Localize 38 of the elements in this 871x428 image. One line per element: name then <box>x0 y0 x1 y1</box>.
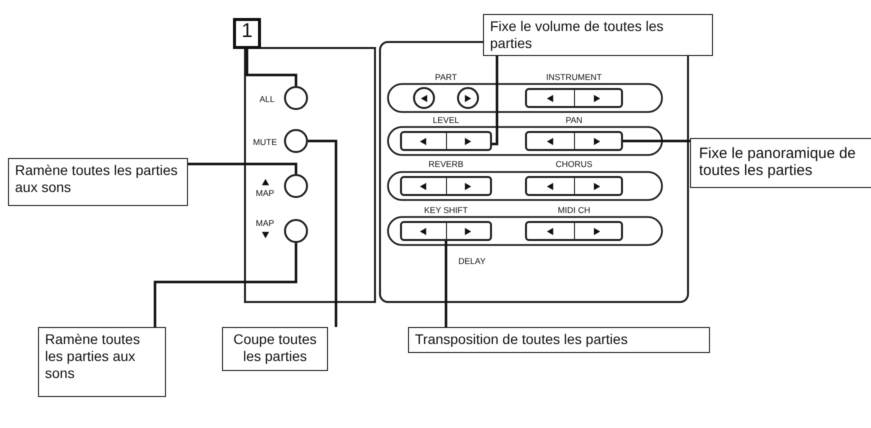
round-button <box>284 86 308 110</box>
button-label: CHORUS <box>556 159 592 169</box>
button-label: MAP <box>256 188 274 198</box>
button-label: PAN <box>566 115 582 125</box>
leader-line <box>246 49 298 86</box>
button-label: KEY SHIFT <box>424 205 468 215</box>
leader-line <box>492 56 498 146</box>
round-button <box>284 129 308 153</box>
button-label: MAP <box>256 218 274 228</box>
arrow-button-pair <box>400 221 492 241</box>
callout-text: Fixe le panoramique de toutes les parties <box>690 138 871 188</box>
button-label: DELAY <box>458 256 486 266</box>
round-button <box>284 219 308 243</box>
arrow-button-pair <box>525 176 623 196</box>
leader-line <box>308 140 338 327</box>
round-button <box>284 174 308 198</box>
button-label: MIDI CH <box>558 205 590 215</box>
leader-line <box>154 243 298 327</box>
arrow-button-pair <box>400 131 492 151</box>
button-label: ALL <box>259 94 275 104</box>
button-label: LEVEL <box>432 115 460 125</box>
callout-text: Transposition de toutes les parties <box>408 327 710 353</box>
arrow-button-pair <box>525 221 623 241</box>
callout-text: Ramène toutes les parties aux sons <box>8 158 188 206</box>
leader-line <box>444 241 448 327</box>
button-label: MUTE <box>252 137 278 147</box>
arrow-button-pair <box>525 131 623 151</box>
button-label: INSTRUMENT <box>546 72 602 82</box>
button-label: PART <box>435 72 457 82</box>
button-label: REVERB <box>428 159 464 169</box>
callout-number: 1 <box>233 18 261 49</box>
arrow-button-pair <box>400 176 492 196</box>
callout-text: Ramène toutes les parties aux sons <box>38 327 166 397</box>
leader-line <box>623 140 690 142</box>
arrow-button-pair <box>525 88 623 108</box>
callout-text: Coupe toutes les parties <box>222 327 328 371</box>
leader-line <box>188 162 298 174</box>
callout-text: Fixe le volume de toutes les parties <box>483 14 713 56</box>
